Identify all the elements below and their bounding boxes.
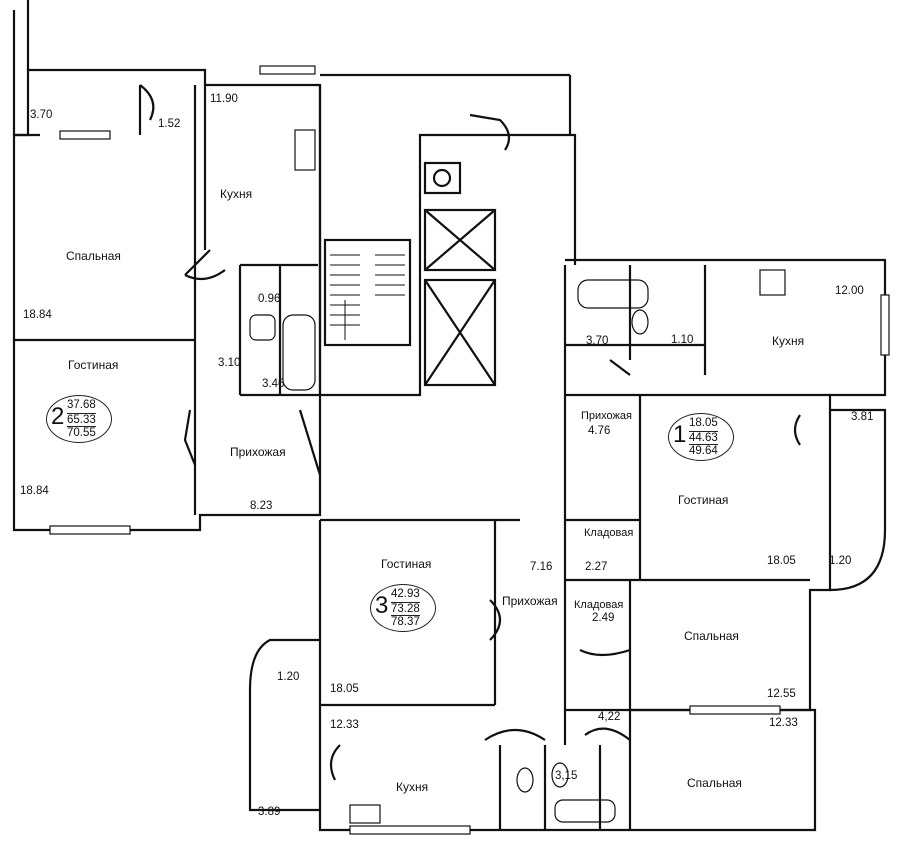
area-a2-wc: 0.96 [258,293,281,305]
gross-area: 78.37 [391,616,420,628]
area-a2-bedroom: 18.84 [23,309,52,321]
gross-area: 49.64 [689,445,718,457]
area-a2-hall: 8.23 [250,500,273,512]
area-a3-loggia: 3.89 [258,806,281,818]
apartment-3-badge: 3 42.93 73.28 78.37 [370,584,436,632]
area-a1-hall: 4.76 [588,425,611,437]
room-a1-kitchen: Кухня [772,334,805,348]
area-a2-balcony: 1.52 [158,118,181,130]
total-area: 73.28 [391,602,420,616]
area-a1-storage: 2.27 [585,561,608,573]
apartment-number: 2 [51,403,65,430]
apartment-1-badge: 1 18.05 44.63 49.64 [668,413,734,461]
core-walls [318,85,577,397]
apartment-2-badge: 2 37.68 65.33 70.55 [46,395,112,443]
area-a1-storage2: 2.49 [592,612,615,624]
room-a1-bedroom: Спальная [684,629,739,643]
area-a1-kitchen: 12.00 [835,285,864,297]
area-a2-living: 18.84 [20,485,49,497]
area-a1-bath: 3.70 [586,335,609,347]
room-a1-storage: Кладовая [584,527,634,539]
room-a3-kitchen: Кухня [396,780,429,794]
room-a3-living: Гостиная [381,557,432,571]
area-a3-kitchen: 12.33 [330,719,359,731]
living-area: 18.05 [689,417,718,429]
room-a1-living: Гостиная [678,493,729,507]
total-area: 65.33 [67,413,96,427]
room-a3-bedroom: Спальная [687,776,742,790]
room-a1-storage2: Кладовая [574,599,624,611]
area-a1-balcony2: 1.20 [829,555,852,567]
apartment-number: 3 [375,592,389,619]
room-a3-hall: Прихожая [502,594,558,608]
living-area: 37.68 [67,399,96,411]
area-a1-wc: 1.10 [671,334,694,346]
area-a1-bedroom: 12.55 [767,688,796,700]
area-a2-bath: 3.10 [218,357,241,369]
area-a3-hall: 7.16 [530,561,553,573]
room-a2-bedroom: Спальная [66,249,121,263]
room-a2-hall: Прихожая [230,445,286,459]
area-a1-living: 18.05 [767,555,796,567]
total-area: 44.63 [689,431,718,445]
apartment-number: 1 [673,421,687,448]
living-area: 42.93 [391,588,420,600]
area-a3-corridor: 4,22 [598,711,621,723]
gross-area: 70.55 [67,427,96,439]
room-a2-living: Гостиная [68,358,119,372]
room-a1-hall: Прихожая [581,410,632,422]
area-a3-bedroom: 12.33 [769,717,798,729]
area-a2-loggia: 3.70 [30,109,53,121]
area-a2-bath2: 3.46 [262,378,285,390]
area-a3-balcony: 1.20 [277,671,300,683]
area-a1-balcony: 3.81 [851,411,874,423]
room-a2-kitchen: Кухня [220,187,253,201]
area-a2-kitchen: 11.90 [210,93,238,105]
area-a3-bath: 3,15 [555,770,578,782]
area-a3-living: 18.05 [330,683,359,695]
